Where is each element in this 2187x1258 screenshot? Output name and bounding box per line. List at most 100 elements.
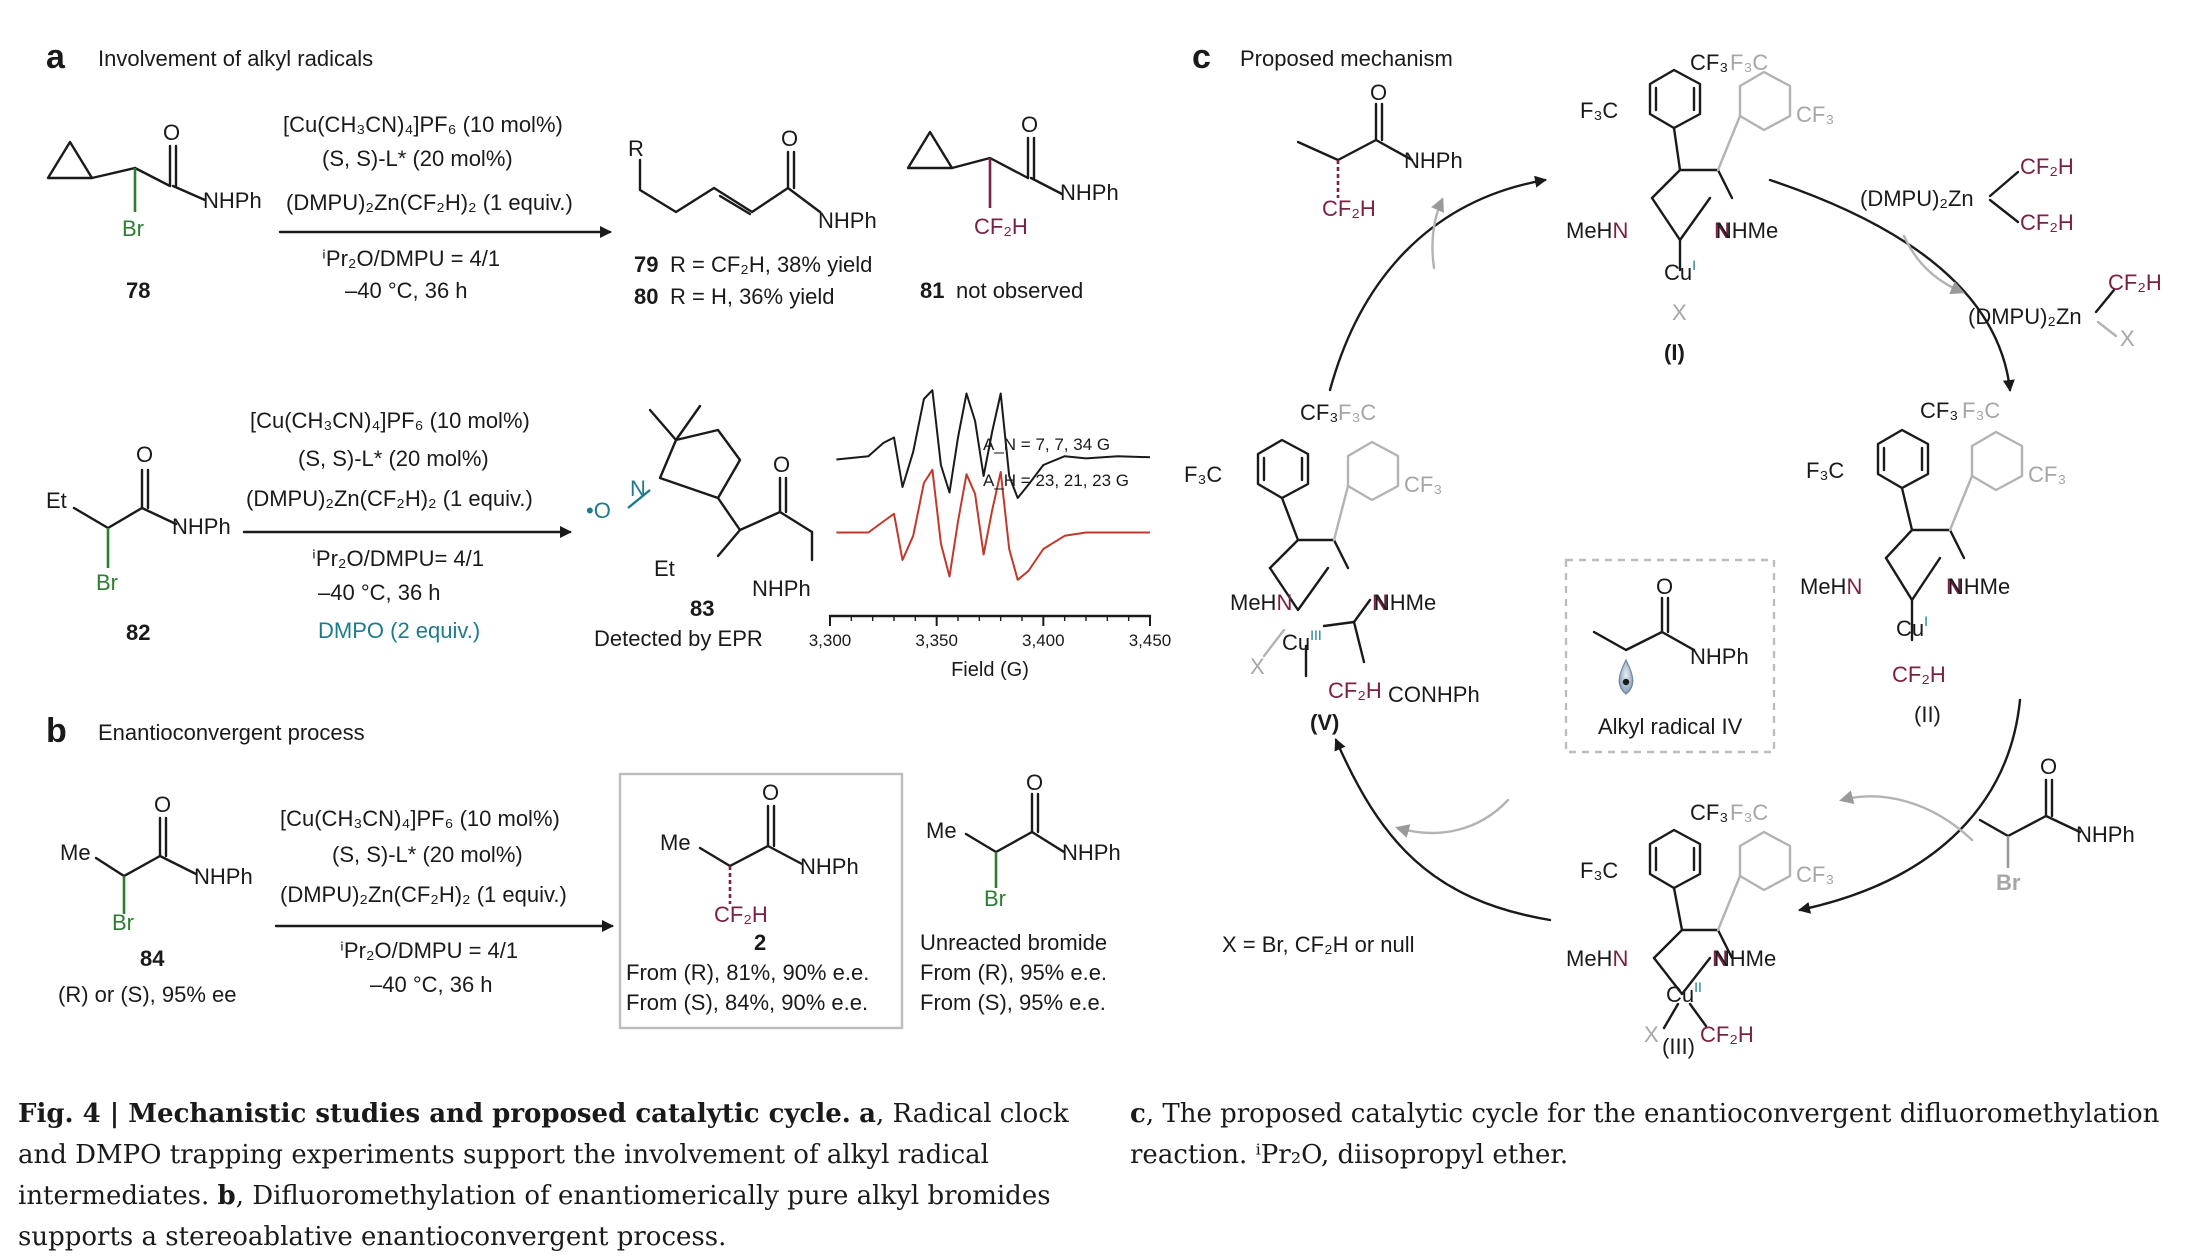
caption-c-letter: c [1130,1099,1146,1129]
c82-label: 82 [126,620,150,645]
panel-a-title: Involvement of alkyl radicals [98,46,373,71]
complex-I: F₃C CF₃ F₃C CF₃ MeHN NNHMe CuI X (I) [1566,50,1834,365]
svg-text:O: O [1656,574,1673,599]
ub-me: Me [926,818,957,843]
zn-reagent-bottom: (DMPU)₂Zn CF₂H X [1968,270,2162,351]
compound-84: Me O NHPh Br 84 (R) or (S), 95% ee [58,792,253,1007]
svg-text:CuIII: CuIII [1282,627,1322,655]
svg-text:CF₂H: CF₂H [2020,210,2074,235]
rxn3-cond2: (S, S)-L* (20 mol%) [332,842,523,867]
c80-text: R = H, 36% yield [670,284,834,309]
caption-a-letter: a [859,1099,876,1129]
radical-IV: O NHPh Alkyl radical IV [1592,574,1749,739]
ub-br: Br [984,886,1006,911]
svg-text:CF₂H: CF₂H [1328,678,1382,703]
svg-text:79: 79 [634,252,658,277]
svg-text:X: X [1644,1022,1659,1047]
caption-left: Fig. 4 | Mechanistic studies and propose… [18,1094,1088,1258]
cycle-product-cf2h: CF₂H [1322,196,1376,221]
svg-text:CF₃: CF₃ [1300,400,1338,425]
ub-title: Unreacted bromide [920,930,1107,955]
c81-text: not observed [956,278,1083,303]
svg-text:F₃C: F₃C [1338,400,1376,425]
c84-br: Br [112,910,134,935]
svg-text:O: O [773,452,790,477]
epr-xlabel: Field (G) [951,659,1029,681]
epr-tick-label: 3,350 [915,631,958,650]
svg-text:NNHMe: NNHMe [1372,590,1436,615]
ub-from-r: From (R), 95% e.e. [920,960,1107,985]
c82-nhph: NHPh [172,514,231,539]
caption-a-text: , Radical clock and DMPO trapping experi… [18,1099,1069,1211]
cV-label: (V) [1310,710,1339,735]
svg-text:CF₃: CF₃ [1920,398,1958,423]
svg-text:NNHMe: NNHMe [1714,218,1778,243]
c2-me: Me [660,830,691,855]
svg-text:CF₃: CF₃ [1404,472,1442,497]
svg-text:X: X [1250,654,1265,679]
svg-text:O: O [762,780,779,805]
svg-text:CF₂H: CF₂H [2020,154,2074,179]
svg-text:81: 81 [920,278,944,303]
c83-o: •O [586,498,611,523]
c84-label: 84 [140,946,165,971]
epr-an: A_N = 7, 7, 34 G [983,435,1110,454]
svg-text:NNHMe: NNHMe [1712,946,1776,971]
svg-text:NHPh: NHPh [2076,822,2135,847]
panel-b-letter: b [46,712,67,750]
c79-nhph: NHPh [818,208,877,233]
rxn3-cond1: [Cu(CH₃CN)₄]PF₆ (10 mol%) [280,806,560,831]
c79-text: R = CF₂H, 38% yield [670,252,872,277]
svg-text:O: O [1021,112,1038,137]
figure-canvas: a Involvement of alkyl radicals O NHPh B… [46,38,2162,1059]
svg-text:NNHMe: NNHMe [1946,574,2010,599]
svg-text:O: O [2040,754,2057,779]
c81-nhph: NHPh [1060,180,1119,205]
compound-79-80: R O NHPh 79 R = CF₂H, 38% yield 80 R = H… [628,126,877,309]
svg-text:Br: Br [1996,870,2021,895]
cIII-label: (III) [1662,1034,1695,1059]
svg-text:CF₃: CF₃ [1796,862,1834,887]
c79-label: 79 [634,252,658,277]
svg-text:O: O [1370,80,1387,105]
rxn2-conditions: [Cu(CH₃CN)₄]PF₆ (10 mol%) (S, S)-L* (20 … [242,408,572,643]
svg-text:F₃C: F₃C [1806,458,1844,483]
svg-text:CONHPh: CONHPh [1388,682,1480,707]
cII-label: (II) [1914,702,1941,727]
epr-tick-label: 3,450 [1129,631,1172,650]
svg-text:CF₂H: CF₂H [2108,270,2162,295]
cycle-product-nhph: NHPh [1404,148,1463,173]
c81-label: 81 [920,278,944,303]
svg-text:O: O [1026,770,1043,795]
svg-text:X: X [1672,300,1687,325]
cycle-product: O NHPh CF₂H [1296,80,1463,221]
svg-text:NHPh: NHPh [1690,644,1749,669]
epr-tick-label: 3,300 [809,631,852,650]
svg-text:F₃C: F₃C [1730,50,1768,75]
c2-from-r: From (R), 81%, 90% e.e. [626,960,869,985]
rxn2-cond6: DMPO (2 equiv.) [318,618,480,643]
epr-series-simulated [836,468,1150,581]
ub-from-s: From (S), 95% e.e. [920,990,1106,1015]
c80-label: 80 [634,284,658,309]
c2-nhph: NHPh [800,854,859,879]
c81-cf2h: CF₂H [974,214,1028,239]
caption-right: c, The proposed catalytic cycle for the … [1130,1094,2170,1176]
c83-label: 83 [690,596,714,621]
c2-label: 2 [754,930,766,955]
product-2-box [618,772,904,1030]
svg-text:80: 80 [634,284,658,309]
complex-III: F₃C CF₃ F₃C CF₃ MeHN NNHMe CuII X CF₂H (… [1566,800,1834,1059]
panel-a-letter: a [46,38,66,76]
complex-II: F₃C CF₃ F₃C CF₃ MeHN NNHMe CuI CF₂H (II) [1800,398,2066,727]
caption-fig: Fig. 4 | Mechanistic studies and propose… [18,1099,851,1129]
svg-text:CF₂H: CF₂H [1892,662,1946,687]
svg-text:O: O [136,442,153,467]
panel-c-title: Proposed mechanism [1240,46,1453,71]
panel-c-letter: c [1192,38,1211,76]
c83-nhph: NHPh [752,576,811,601]
c83-et: Et [654,556,675,581]
c78-nhph: NHPh [203,188,262,213]
epr-tick-label: 3,400 [1022,631,1065,650]
c2-from-s: From (S), 84%, 90% e.e. [626,990,868,1015]
